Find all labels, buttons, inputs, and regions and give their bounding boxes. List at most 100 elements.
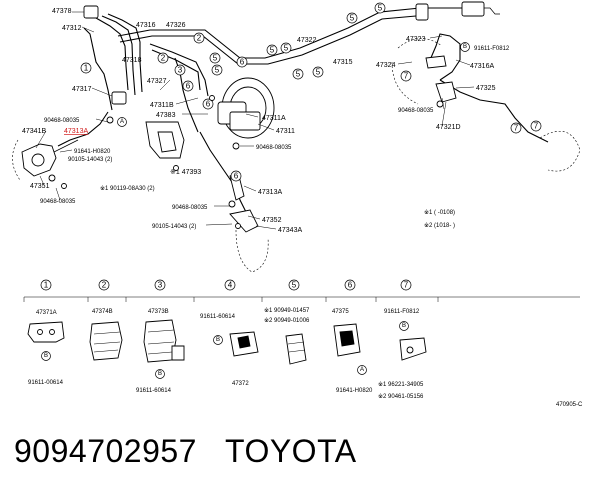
detail-4: 4 91611-60614 B 47372 bbox=[200, 279, 259, 387]
fitting-47378 bbox=[83, 5, 99, 19]
pipe-left-bundle-c bbox=[107, 13, 143, 93]
svg-text:47371A: 47371A bbox=[36, 310, 57, 316]
callout-5c: 5 bbox=[280, 42, 292, 54]
label-47313a-highlighted[interactable]: 47313A bbox=[64, 128, 88, 135]
label-47311a: 47311A bbox=[262, 115, 286, 122]
wheel-rear-left bbox=[391, 61, 419, 105]
label-90468-08035-b: 90468-08035 bbox=[40, 199, 76, 205]
brake-pipes bbox=[57, 7, 549, 213]
legend-line-2: ※2 (1018- ) bbox=[424, 222, 455, 229]
legend-line-1: ※1 ( -0108) bbox=[424, 209, 455, 216]
callout-5b: 5 bbox=[266, 44, 278, 56]
brake-line-diagram: 1 2 2 3 5 5 6 5 5 5 5 5 5 6 6 6 7 7 7 A … bbox=[12, 1, 583, 408]
wheel-front-left bbox=[12, 139, 21, 181]
badge-b-main: B bbox=[460, 42, 470, 52]
pipe-rear-loop bbox=[429, 33, 461, 81]
svg-text:※1 90949-01457: ※1 90949-01457 bbox=[264, 307, 310, 314]
label-47343a: 47343A bbox=[278, 227, 302, 234]
callout-5a: 5 bbox=[211, 64, 223, 76]
label-90468-08035-right: 90468-08035 bbox=[398, 108, 434, 114]
svg-text:5: 5 bbox=[213, 54, 218, 63]
svg-text:47375: 47375 bbox=[332, 309, 349, 315]
callout-2: 2 bbox=[193, 32, 205, 44]
wheel-rear-top bbox=[397, 38, 443, 49]
label-90119-08a30: ※1 90119-08A30 (2) bbox=[100, 185, 155, 192]
svg-text:6: 6 bbox=[206, 100, 211, 109]
callout-5d: 5 bbox=[292, 68, 304, 80]
svg-text:5: 5 bbox=[316, 68, 321, 77]
svg-text:2: 2 bbox=[197, 34, 202, 43]
bolts bbox=[48, 95, 444, 229]
clamp-47374b bbox=[89, 321, 123, 361]
callout-1: 1 bbox=[80, 62, 92, 74]
label-47383: 47383 bbox=[156, 112, 176, 119]
label-47316: 47316 bbox=[136, 22, 156, 29]
wheel-rear-right bbox=[539, 130, 581, 172]
svg-text:5: 5 bbox=[215, 66, 220, 75]
label-47315: 47315 bbox=[333, 59, 353, 66]
pipe-front-left bbox=[57, 111, 109, 147]
pipe-front-right bbox=[199, 131, 247, 213]
part-number: 9094702957 bbox=[14, 433, 197, 469]
svg-text:※1 96221-34905: ※1 96221-34905 bbox=[378, 381, 424, 388]
label-47341b: 47341B bbox=[22, 128, 46, 135]
label-47321d: 47321D bbox=[436, 124, 461, 131]
pipe-rear-right bbox=[439, 79, 549, 143]
label-47352: 47352 bbox=[262, 217, 282, 224]
label-47326: 47326 bbox=[166, 22, 186, 29]
svg-text:7: 7 bbox=[404, 281, 409, 290]
svg-text:91611-60614: 91611-60614 bbox=[200, 314, 236, 320]
leader-lines bbox=[35, 11, 475, 230]
callout-4: 5 bbox=[209, 52, 221, 64]
label-90468-08035-a: 90468-08035 bbox=[44, 118, 80, 124]
svg-text:4: 4 bbox=[228, 281, 233, 290]
detail-2: 2 47374B bbox=[89, 279, 123, 361]
label-91611-f0812-top: 91611-F0812 bbox=[474, 46, 510, 52]
svg-text:6: 6 bbox=[186, 82, 191, 91]
svg-text:A: A bbox=[360, 367, 364, 373]
callout-6b: 6 bbox=[202, 98, 214, 110]
top-junction bbox=[461, 1, 485, 17]
pipe-top-long-2 bbox=[119, 15, 417, 65]
svg-text:7: 7 bbox=[534, 122, 539, 131]
label-47351: 47351 bbox=[30, 183, 50, 190]
svg-text:7: 7 bbox=[514, 124, 519, 133]
callout-7b: 7 bbox=[510, 122, 522, 134]
front-right-bracket bbox=[229, 209, 259, 233]
callout-6a: 6 bbox=[236, 56, 248, 68]
callout-7a: 7 bbox=[400, 70, 412, 82]
callout-5g: 5 bbox=[374, 2, 386, 14]
part-labels: 47378 47316 47326 47312 47318 47327 4731… bbox=[22, 8, 510, 234]
label-47318: 47318 bbox=[122, 57, 142, 64]
clip-90949 bbox=[285, 333, 307, 365]
svg-text:7: 7 bbox=[404, 72, 409, 81]
svg-text:A: A bbox=[120, 119, 124, 125]
svg-text:B: B bbox=[216, 337, 220, 343]
svg-text:5: 5 bbox=[292, 281, 297, 290]
callout-2b: 2 bbox=[157, 52, 169, 64]
svg-text:B: B bbox=[402, 323, 406, 329]
clamp-47371a bbox=[27, 321, 65, 343]
front-left-caliper-piston bbox=[31, 153, 45, 167]
label-47327: 47327 bbox=[147, 78, 167, 85]
detail-6: 6 47375 A 91641-H0820 bbox=[332, 279, 373, 394]
svg-text:5: 5 bbox=[350, 14, 355, 23]
svg-text:47374B: 47374B bbox=[92, 309, 113, 315]
svg-text:47373B: 47373B bbox=[148, 309, 169, 315]
svg-text:47372: 47372 bbox=[232, 381, 249, 387]
applicability-legend: ※1 ( -0108) ※2 (1018- ) bbox=[424, 209, 455, 229]
label-47317: 47317 bbox=[72, 86, 92, 93]
valve-body bbox=[157, 131, 177, 153]
rear-hose-bracket bbox=[425, 55, 447, 69]
label-47311: 47311 bbox=[276, 128, 295, 135]
callout-5e: 5 bbox=[312, 66, 324, 78]
svg-text:1: 1 bbox=[44, 281, 49, 290]
svg-text:3: 3 bbox=[158, 281, 163, 290]
label-47378: 47378 bbox=[52, 8, 72, 15]
svg-text:※2 90949-01006: ※2 90949-01006 bbox=[264, 317, 310, 324]
svg-text:2: 2 bbox=[161, 54, 166, 63]
top-clip bbox=[415, 3, 429, 21]
fitting-47317 bbox=[111, 91, 127, 105]
label-47316a: 47316A bbox=[470, 63, 494, 70]
